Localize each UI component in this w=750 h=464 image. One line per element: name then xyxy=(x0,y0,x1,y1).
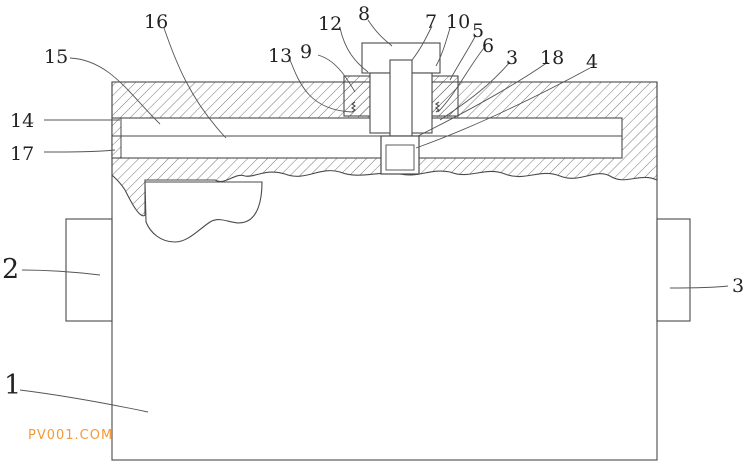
leader-17 xyxy=(43,149,116,153)
right-spring xyxy=(435,101,440,113)
leader-1 xyxy=(19,389,149,413)
label-17: 17 xyxy=(10,143,34,165)
leader-5 xyxy=(449,34,477,81)
label-3-right: 3 xyxy=(732,275,744,297)
leader-16 xyxy=(163,27,227,139)
shaft xyxy=(389,59,413,137)
leader-12 xyxy=(339,27,369,73)
label-6: 6 xyxy=(482,35,494,57)
label-15: 15 xyxy=(44,46,68,68)
leader-3-right xyxy=(669,285,729,289)
label-3-top: 3 xyxy=(506,47,518,69)
leader-13 xyxy=(289,59,353,113)
label-14: 14 xyxy=(10,110,34,132)
label-9: 9 xyxy=(300,41,312,63)
label-4: 4 xyxy=(586,51,598,73)
leader-6 xyxy=(437,47,485,113)
cutaway-break xyxy=(144,181,263,243)
right-side-block xyxy=(656,218,691,322)
left-boss xyxy=(343,75,371,117)
label-7: 7 xyxy=(425,11,437,33)
leader-3-top xyxy=(439,61,511,121)
watermark-text: PV001.COM xyxy=(28,428,114,443)
leader-4 xyxy=(415,67,591,149)
leader-7 xyxy=(411,25,433,61)
leader-18 xyxy=(417,61,549,137)
horizontal-channel xyxy=(111,117,623,159)
left-spring xyxy=(351,101,356,113)
left-side-block xyxy=(65,218,113,322)
leader-9 xyxy=(317,54,356,93)
leader-15 xyxy=(69,57,161,125)
label-2: 2 xyxy=(2,254,19,285)
label-18: 18 xyxy=(540,47,564,69)
sleeve-inner xyxy=(385,144,415,171)
label-13: 13 xyxy=(268,45,292,67)
leader-8 xyxy=(367,19,393,47)
label-12: 12 xyxy=(318,13,342,35)
label-5: 5 xyxy=(472,20,484,42)
leader-10 xyxy=(435,27,451,67)
leader-2 xyxy=(21,269,101,276)
right-boss xyxy=(431,75,459,117)
label-10: 10 xyxy=(446,11,470,33)
label-1: 1 xyxy=(4,370,21,401)
channel-end-plug xyxy=(111,117,122,159)
label-8: 8 xyxy=(358,3,370,25)
label-16: 16 xyxy=(144,11,168,33)
